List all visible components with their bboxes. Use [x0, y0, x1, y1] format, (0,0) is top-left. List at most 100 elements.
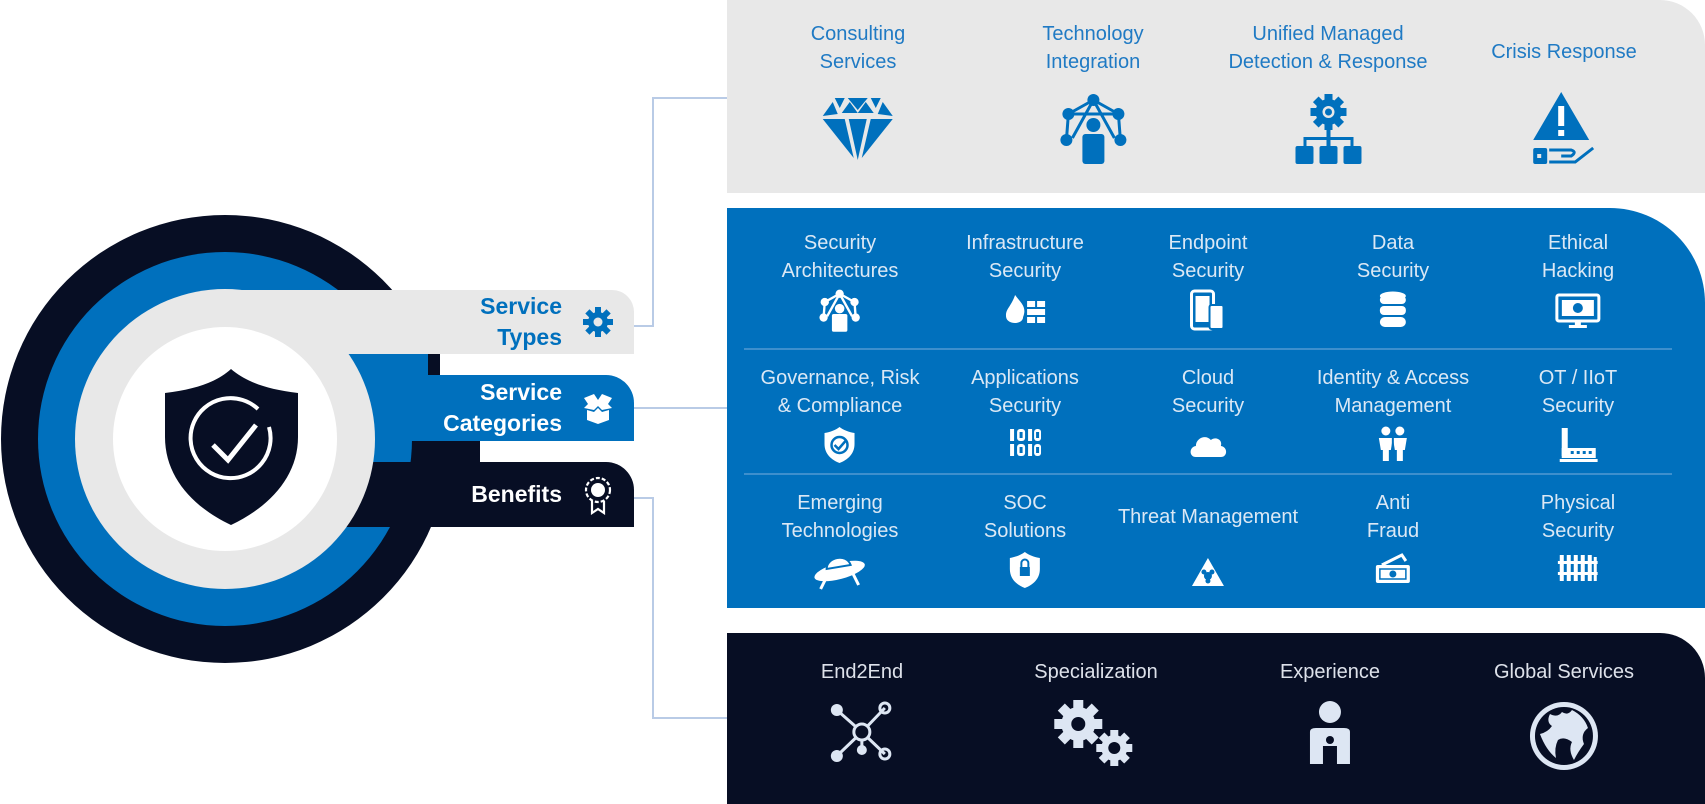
item-label: Security [803, 232, 877, 254]
item-label: Technology [1042, 23, 1144, 45]
connector-benefits [634, 497, 654, 499]
binary-code-icon [1009, 428, 1041, 458]
tab-benefits-label: Benefits [471, 479, 562, 510]
item-label: Security [1541, 520, 1615, 542]
item-label: Solutions [983, 520, 1067, 542]
item-label: Fraud [1366, 520, 1420, 542]
connector-benefits [652, 717, 727, 719]
category-item[interactable]: Identity & Access Management [1317, 364, 1469, 462]
category-item[interactable]: Physical Security [1541, 489, 1615, 583]
item-label: Crisis Response [1491, 41, 1637, 63]
service-type-item[interactable]: Technology Integration [1042, 20, 1144, 166]
benefit-item[interactable]: Global Services [1494, 658, 1634, 772]
database-icon [1379, 291, 1407, 329]
shield-lock-icon [1009, 551, 1041, 589]
category-item[interactable]: Threat Management [1118, 503, 1298, 587]
network-person-icon [819, 289, 861, 333]
item-label: Security [988, 260, 1062, 282]
service-type-item[interactable]: Unified Managed Detection & Response [1228, 20, 1428, 166]
tab-service-categories[interactable]: Service Categories [360, 375, 634, 441]
tab-label-text: Service [480, 379, 562, 405]
category-item[interactable]: Cloud Security [1172, 364, 1244, 458]
item-label: Management [1334, 395, 1452, 417]
item-label: OT / IIoT [1538, 367, 1618, 389]
person-icon [1306, 700, 1354, 766]
item-label: Experience [1279, 661, 1381, 683]
category-item[interactable]: Endpoint Security [1168, 229, 1248, 331]
tab-service-types[interactable]: Service Types [225, 290, 634, 354]
network-person-icon [1058, 92, 1128, 166]
item-label: Emerging [797, 492, 883, 514]
gear-icon [580, 304, 616, 340]
item-label: Hacking [1541, 260, 1615, 282]
connector-categories [634, 407, 727, 409]
devices-icon [1190, 289, 1226, 331]
open-box-icon [580, 390, 616, 426]
gears-icon [1048, 698, 1144, 770]
item-label: Ethical [1547, 232, 1609, 254]
firewall-icon [1003, 293, 1047, 327]
biohazard-triangle-icon [1191, 557, 1225, 587]
diamond-icon [821, 96, 895, 162]
benefit-item[interactable]: Experience [1280, 658, 1380, 766]
category-item[interactable]: OT / IIoT Security [1538, 364, 1618, 462]
connector-types [652, 97, 654, 327]
cloud-icon [1188, 432, 1228, 458]
item-label: Endpoint [1168, 232, 1248, 254]
item-label: Data [1371, 232, 1415, 254]
item-label: Services [819, 51, 897, 73]
service-types-band: Consulting Services Technology Integrati… [727, 0, 1705, 193]
tab-label-text: Benefits [471, 481, 562, 507]
item-label: End2End [820, 661, 904, 683]
item-label: Integration [1045, 51, 1141, 73]
row-divider [744, 473, 1672, 475]
tab-label-text: Service [480, 293, 562, 319]
benefit-item[interactable]: Specialization [1034, 658, 1158, 770]
benefits-band: End2End Specialization [727, 633, 1705, 804]
item-label: Global Services [1493, 661, 1635, 683]
network-nodes-icon [827, 700, 897, 764]
category-item[interactable]: Anti Fraud [1367, 489, 1419, 585]
connector-benefits [652, 497, 654, 719]
monitor-biohazard-icon [1555, 293, 1601, 329]
item-label: Security [1541, 395, 1615, 417]
item-label: Specialization [1034, 661, 1158, 683]
hub-notch [348, 354, 428, 375]
tab-service-types-label: Service Types [480, 291, 562, 353]
item-label: Unified Managed [1252, 23, 1404, 45]
service-categories-band: Security Architectures Infrastructure Se… [727, 208, 1705, 608]
category-item[interactable]: Governance, Risk & Compliance [761, 364, 919, 464]
category-item[interactable]: Security Architectures [782, 229, 898, 333]
benefit-item[interactable]: End2End [821, 658, 903, 764]
item-label: Technologies [781, 520, 899, 542]
category-item[interactable]: Data Security [1357, 229, 1429, 329]
row-divider [744, 348, 1672, 350]
item-label: Security [988, 395, 1062, 417]
item-label: Detection & Response [1228, 51, 1428, 73]
category-item[interactable]: Ethical Hacking [1542, 229, 1614, 329]
item-label: Threat Management [1117, 506, 1299, 528]
item-label: Security [1171, 260, 1245, 282]
shield-check-icon [163, 367, 300, 532]
factory-icon [1558, 426, 1598, 462]
item-label: Security [1356, 260, 1430, 282]
item-label: Security [1171, 395, 1245, 417]
item-label: Applications [971, 367, 1079, 389]
award-ribbon-icon [580, 476, 616, 515]
category-item[interactable]: SOC Solutions [984, 489, 1066, 589]
category-item[interactable]: Infrastructure Security [966, 229, 1084, 327]
category-item[interactable]: Emerging Technologies [781, 489, 899, 591]
connector-types [634, 325, 654, 327]
tab-benefits[interactable]: Benefits [330, 462, 634, 527]
tab-service-categories-label: Service Categories [443, 377, 562, 439]
service-type-item[interactable]: Consulting Services [811, 20, 905, 162]
tab-label-text: Types [497, 324, 562, 350]
item-label: SOC [1003, 492, 1047, 514]
category-item[interactable]: Applications Security [971, 364, 1079, 458]
item-label: Physical [1540, 492, 1616, 514]
service-type-item[interactable]: Crisis Response [1491, 38, 1637, 166]
item-label: Cloud [1181, 367, 1235, 389]
item-label: & Compliance [777, 395, 903, 417]
item-label: Identity & Access [1316, 367, 1470, 389]
shield-check-icon [824, 426, 856, 464]
